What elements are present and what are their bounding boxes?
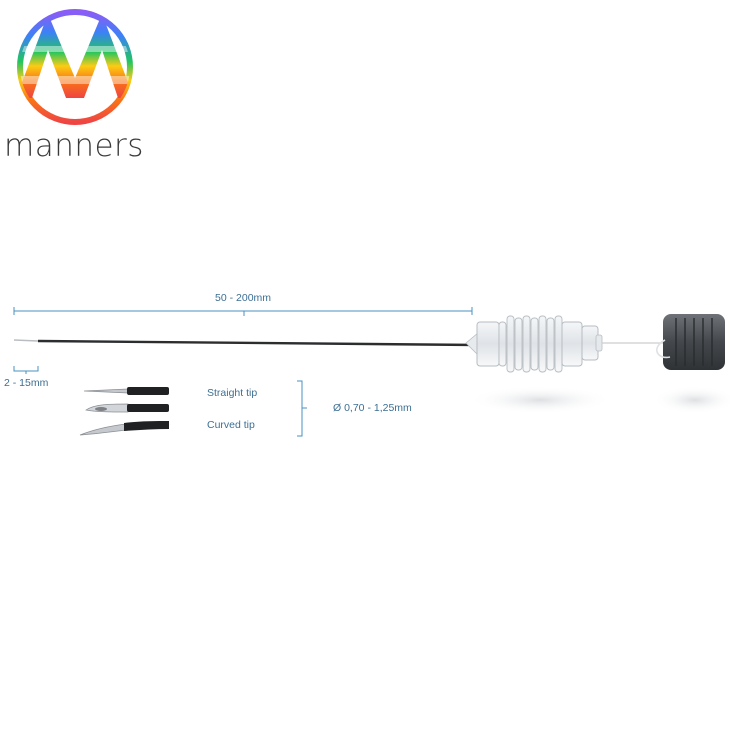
diameter-label: Ø 0,70 - 1,25mm — [333, 402, 412, 414]
tip-length-label: 2 - 15mm — [4, 377, 49, 389]
curved-tip-illustration — [79, 421, 169, 436]
needle-cannula — [13, 339, 479, 347]
needle-hub — [465, 315, 603, 373]
brand-name: manners — [4, 128, 144, 164]
bevel-tip-illustration — [85, 403, 169, 413]
stylet-cap — [656, 314, 725, 370]
curved-tip-label: Curved tip — [207, 419, 255, 431]
length-dimension — [13, 307, 473, 316]
length-label: 50 - 200mm — [215, 292, 272, 304]
tip-length-bracket — [13, 366, 39, 374]
brand-logo-icon — [17, 9, 133, 125]
straight-tip-label: Straight tip — [207, 387, 258, 399]
diameter-bracket — [297, 380, 307, 437]
straight-tip-illustration — [83, 387, 169, 395]
